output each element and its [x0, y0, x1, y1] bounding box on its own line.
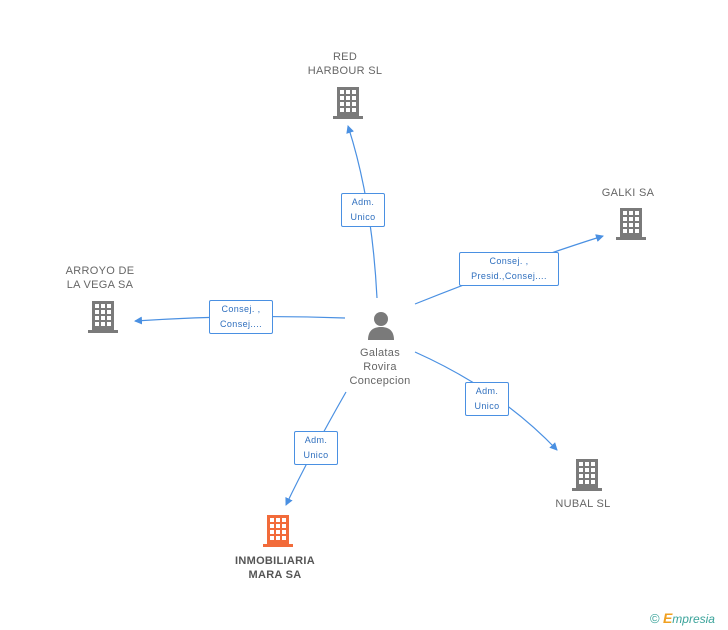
relation-label-line: Consej. ,: [489, 256, 529, 266]
company-label-red-harbour-line: RED: [332, 51, 358, 63]
copyright-symbol: ©: [650, 611, 660, 626]
company-label-red-harbour[interactable]: RED HARBOUR SL: [290, 50, 400, 78]
company-label-arroyo-line: ARROYO DE: [65, 265, 135, 277]
person-name-label-line: Rovira: [363, 361, 397, 373]
company-label-arroyo-line: LA VEGA SA: [66, 279, 134, 291]
building-icon: [616, 208, 646, 240]
building-icon: [263, 515, 293, 547]
building-icon: [88, 301, 118, 333]
company-label-inmobiliaria[interactable]: INMOBILIARIA MARA SA: [215, 554, 335, 582]
company-label-arroyo[interactable]: ARROYO DE LA VEGA SA: [45, 264, 155, 292]
relation-label-arroyo[interactable]: Consej. , Consej....: [209, 300, 273, 334]
relation-label-line: Unico: [350, 212, 376, 222]
building-icon: [333, 87, 363, 119]
brand-name: mpresia: [672, 612, 715, 626]
company-label-inmobiliaria-line: INMOBILIARIA: [235, 555, 315, 567]
person-icon: [368, 312, 394, 340]
relation-label-line: Consej....: [219, 319, 263, 329]
relation-label-line: Unico: [303, 450, 329, 460]
company-label-nubal[interactable]: NUBAL SL: [533, 497, 633, 511]
relation-label-line: Adm.: [304, 435, 328, 445]
relation-label-line: Adm.: [475, 386, 499, 396]
relation-label-line: Consej. ,: [221, 304, 261, 314]
brand-logo[interactable]: Empresia: [662, 610, 715, 626]
relation-label-inmobiliaria[interactable]: Adm. Unico: [294, 431, 338, 465]
company-label-galki[interactable]: GALKI SA: [578, 186, 678, 200]
relation-label-line: Presid.,Consej....: [471, 271, 547, 281]
relation-label-line: Unico: [474, 401, 500, 411]
company-label-red-harbour-line: HARBOUR SL: [307, 65, 383, 77]
footer-credit: © Empresia: [650, 610, 715, 627]
relation-label-line: Adm.: [351, 197, 375, 207]
company-label-inmobiliaria-line: MARA SA: [248, 569, 302, 581]
relation-label-nubal[interactable]: Adm. Unico: [465, 382, 509, 416]
person-name-label-line: Concepcion: [349, 375, 411, 387]
company-label-galki-line: GALKI SA: [601, 187, 655, 199]
relation-label-red-harbour[interactable]: Adm. Unico: [341, 193, 385, 227]
brand-initial: E: [662, 610, 673, 626]
company-label-nubal-line: NUBAL SL: [555, 498, 611, 510]
person-name-label-line: Galatas: [359, 347, 400, 359]
relation-label-galki[interactable]: Consej. , Presid.,Consej....: [459, 252, 559, 286]
building-icon: [572, 459, 602, 491]
